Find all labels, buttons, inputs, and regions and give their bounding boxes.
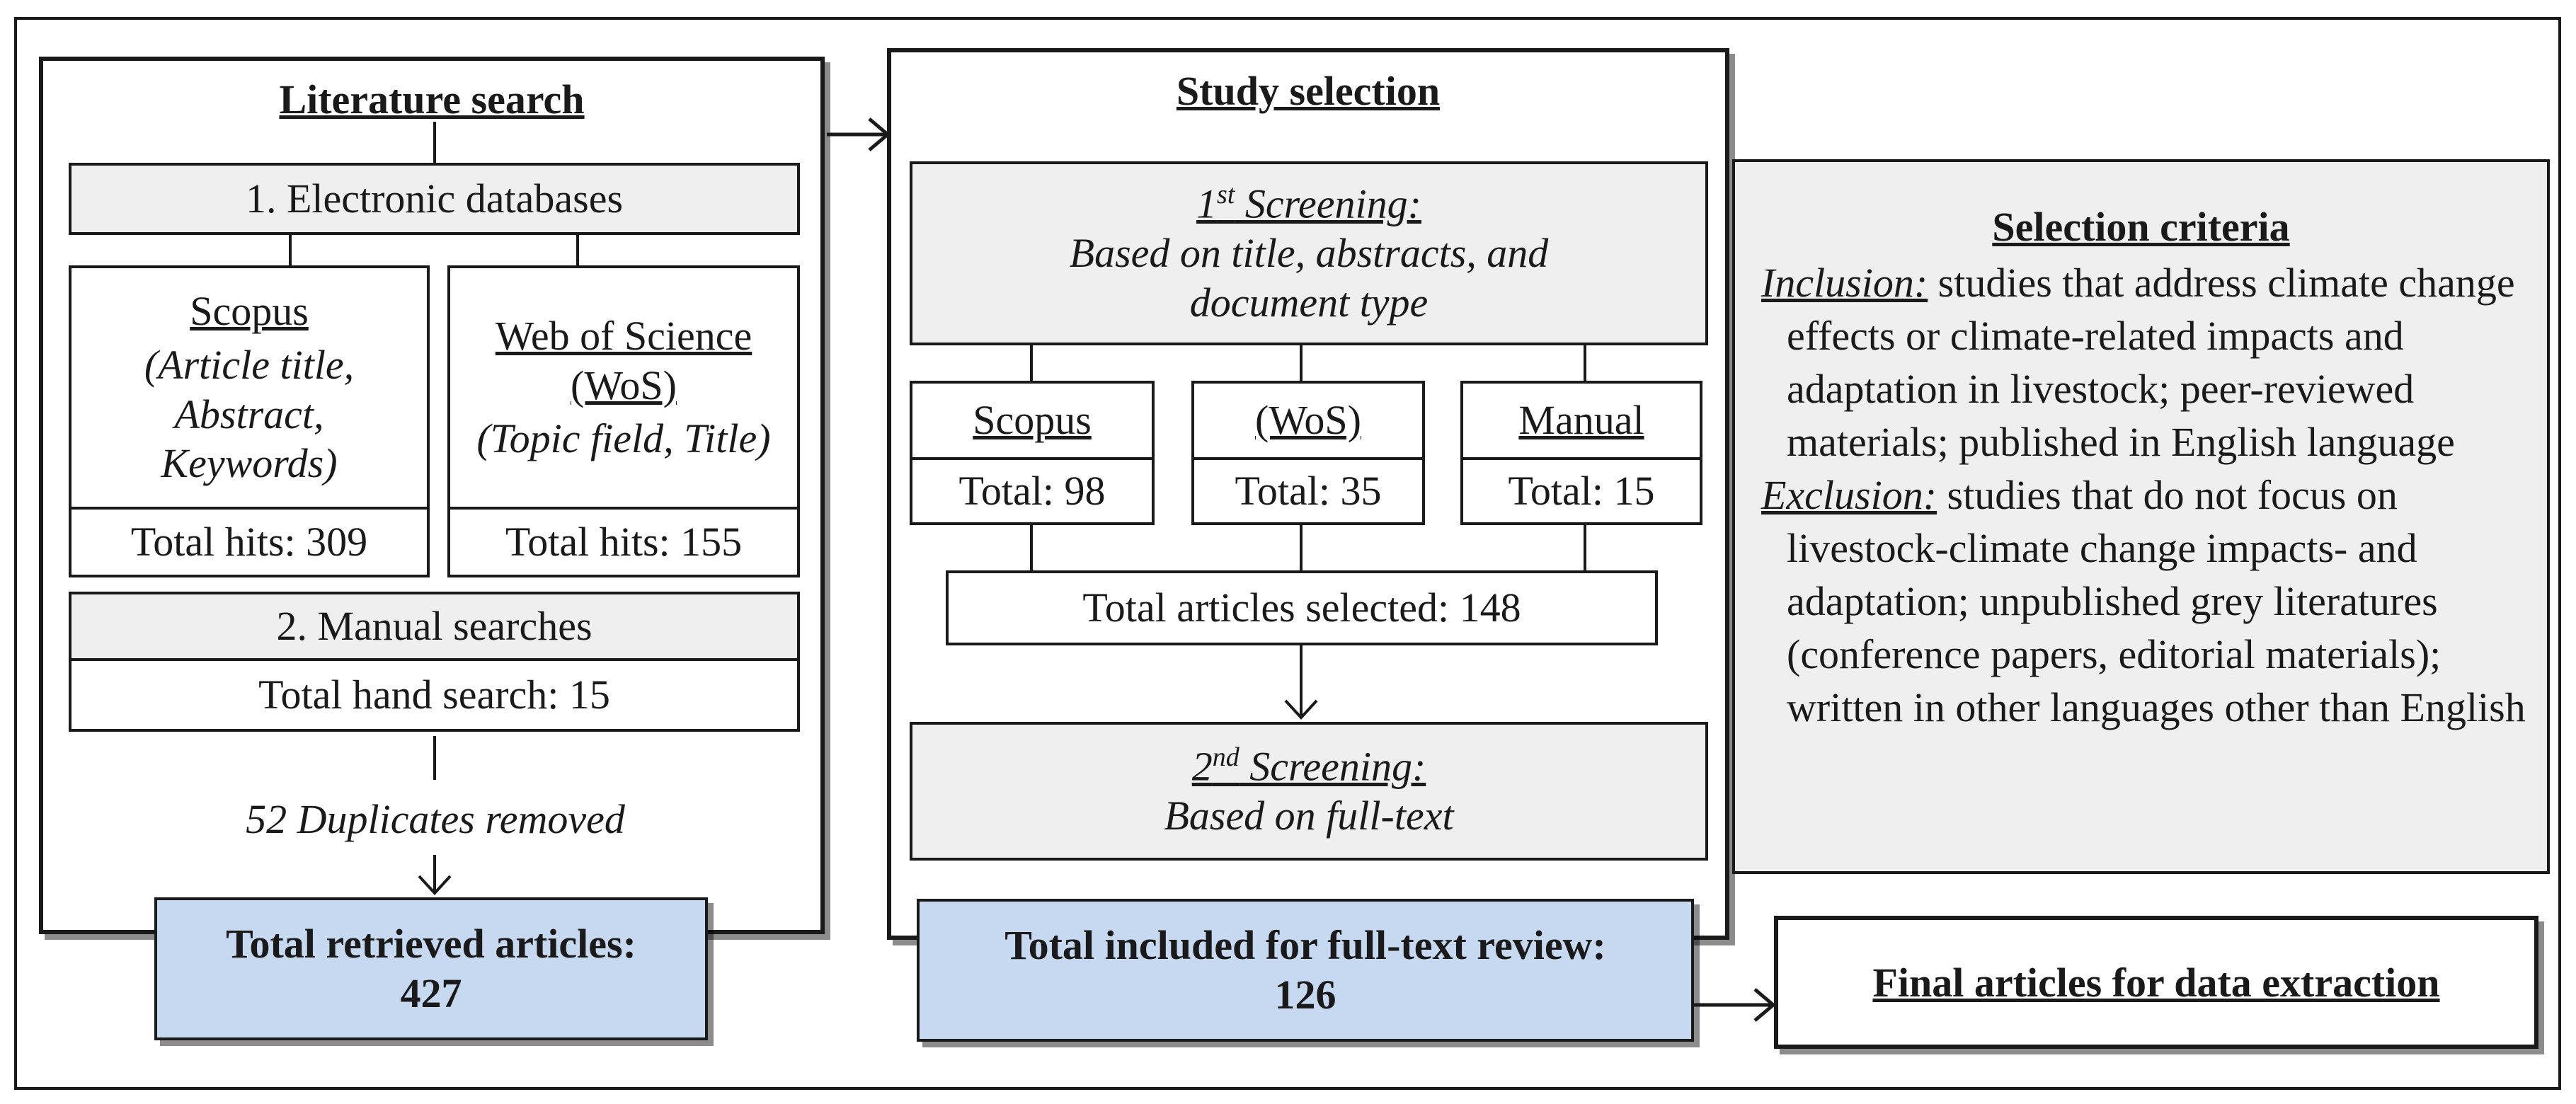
- first-screening-line3: document type: [1189, 279, 1429, 326]
- arrow-to-retrieved: [418, 855, 452, 895]
- study-scopus-label: Scopus: [910, 381, 1155, 460]
- connector: [1030, 345, 1033, 382]
- outer-frame: [14, 17, 2561, 1090]
- first-screening-heading: 1st Screening:: [1196, 179, 1421, 229]
- connector: [1030, 525, 1033, 573]
- study-selection-title: Study selection: [1176, 67, 1441, 114]
- selection-criteria-title: Selection criteria: [1992, 203, 2290, 250]
- second-screening-sup: nd: [1212, 742, 1240, 773]
- selection-criteria-text: Inclusion: studies that address climate …: [1761, 256, 2533, 734]
- connector: [1584, 525, 1586, 573]
- arrow-to-final-articles: [1694, 988, 1776, 1022]
- total-included-box: Total included for full-text review: 126: [917, 899, 1694, 1042]
- total-articles-selected: Total articles selected: 148: [946, 570, 1658, 645]
- study-wos-label: (WoS): [1191, 381, 1425, 460]
- total-retrieved-label: Total retrieved articles:: [226, 921, 636, 967]
- scopus-fields: (Article title, Abstract, Keywords): [144, 341, 355, 487]
- study-manual-total: Total: 15: [1460, 457, 1702, 525]
- study-manual-label: Manual: [1460, 381, 1702, 460]
- inclusion-criteria: Inclusion: studies that address climate …: [1761, 256, 2533, 468]
- wos-fields: (Topic field, Title): [476, 415, 771, 462]
- exclusion-label: Exclusion:: [1761, 472, 1937, 518]
- second-screening-line2: Based on full-text: [1164, 793, 1454, 839]
- hand-search-total: Total hand search: 15: [69, 658, 800, 732]
- first-screening-sup: st: [1217, 180, 1235, 210]
- connector: [433, 122, 436, 164]
- inclusion-text: studies that address climate change effe…: [1787, 260, 2515, 465]
- inclusion-label: Inclusion:: [1761, 260, 1928, 306]
- wos-search-box: Web of Science (WoS) (Topic field, Title…: [447, 265, 800, 510]
- exclusion-criteria: Exclusion: studies that do not focus on …: [1761, 468, 2533, 734]
- connector: [289, 235, 292, 268]
- first-screening-line2: Based on title, abstracts, and: [1069, 230, 1549, 277]
- first-screening-ordinal: 1: [1196, 180, 1218, 227]
- first-screening-box: 1st Screening: Based on title, abstracts…: [910, 161, 1708, 345]
- first-screening-label: Screening:: [1235, 180, 1421, 227]
- manual-searches-box: 2. Manual searches: [69, 592, 800, 661]
- wos-label: Web of Science (WoS): [495, 313, 752, 408]
- arrow-to-second-screening: [1284, 645, 1318, 720]
- scopus-total-hits: Total hits: 309: [69, 507, 430, 577]
- second-screening-ordinal: 2: [1191, 743, 1213, 790]
- connector: [433, 736, 436, 780]
- study-wos-total: Total: 35: [1191, 457, 1425, 525]
- total-included-value: 126: [1274, 972, 1336, 1018]
- second-screening-box: 2nd Screening: Based on full-text: [910, 722, 1708, 861]
- electronic-databases-box: 1. Electronic databases: [69, 163, 800, 235]
- connector: [1300, 525, 1303, 573]
- selection-criteria-box: [1732, 159, 2550, 874]
- connector: [576, 235, 579, 268]
- connector: [1300, 345, 1303, 382]
- total-included-label: Total included for full-text review:: [1004, 922, 1606, 969]
- duplicates-removed-note: 52 Duplicates removed: [246, 796, 625, 843]
- total-retrieved-box: Total retrieved articles: 427: [154, 897, 708, 1040]
- arrow-to-study-selection: [827, 117, 891, 151]
- exclusion-text: studies that do not focus on livestock-c…: [1787, 472, 2526, 730]
- total-retrieved-value: 427: [400, 970, 462, 1016]
- scopus-label: Scopus: [190, 288, 309, 335]
- final-articles-box: Final articles for data extraction: [1774, 916, 2538, 1049]
- study-scopus-total: Total: 98: [910, 457, 1155, 525]
- second-screening-heading: 2nd Screening:: [1192, 742, 1426, 791]
- second-screening-label: Screening:: [1239, 743, 1426, 790]
- literature-search-title: Literature search: [279, 76, 585, 122]
- connector: [1584, 345, 1586, 382]
- wos-total-hits: Total hits: 155: [447, 507, 800, 577]
- scopus-search-box: Scopus (Article title, Abstract, Keyword…: [69, 265, 430, 510]
